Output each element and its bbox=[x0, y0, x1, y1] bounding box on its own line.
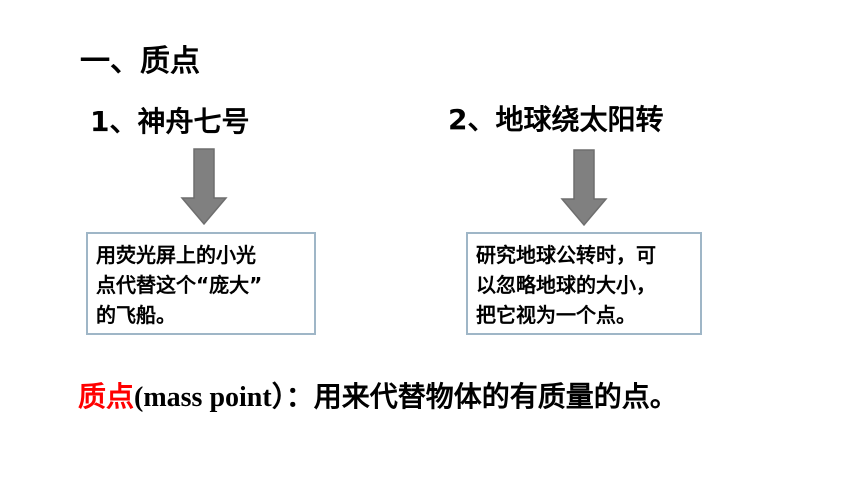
definition-term-english: (mass point） bbox=[134, 382, 286, 413]
down-arrow-icon bbox=[560, 149, 608, 227]
explanation-line: 点代替这个“庞大” bbox=[96, 273, 263, 297]
explanation-line: 用荧光屏上的小光 bbox=[96, 243, 256, 267]
explanation-line: 的飞船。 bbox=[96, 303, 176, 327]
down-arrow-icon bbox=[180, 148, 228, 226]
explanation-line: 以忽略地球的大小， bbox=[476, 273, 656, 297]
explanation-box-earth-orbit: 研究地球公转时，可 以忽略地球的大小， 把它视为一个点。 bbox=[466, 232, 702, 335]
example-title-shenzhou: 1、神舟七号 bbox=[90, 105, 250, 138]
explanation-line: 把它视为一个点。 bbox=[476, 303, 636, 327]
definition-term: 质点 bbox=[78, 380, 135, 413]
explanation-line: 研究地球公转时，可 bbox=[476, 243, 656, 267]
definition-text: ：用来代替物体的有质量的点。 bbox=[285, 380, 678, 413]
slide-title: 一、质点 bbox=[80, 44, 200, 79]
mass-point-definition: 质点(mass point）：用来代替物体的有质量的点。 bbox=[78, 376, 678, 419]
explanation-box-shenzhou: 用荧光屏上的小光 点代替这个“庞大” 的飞船。 bbox=[86, 232, 316, 335]
example-title-earth-orbit: 2、地球绕太阳转 bbox=[448, 103, 664, 136]
